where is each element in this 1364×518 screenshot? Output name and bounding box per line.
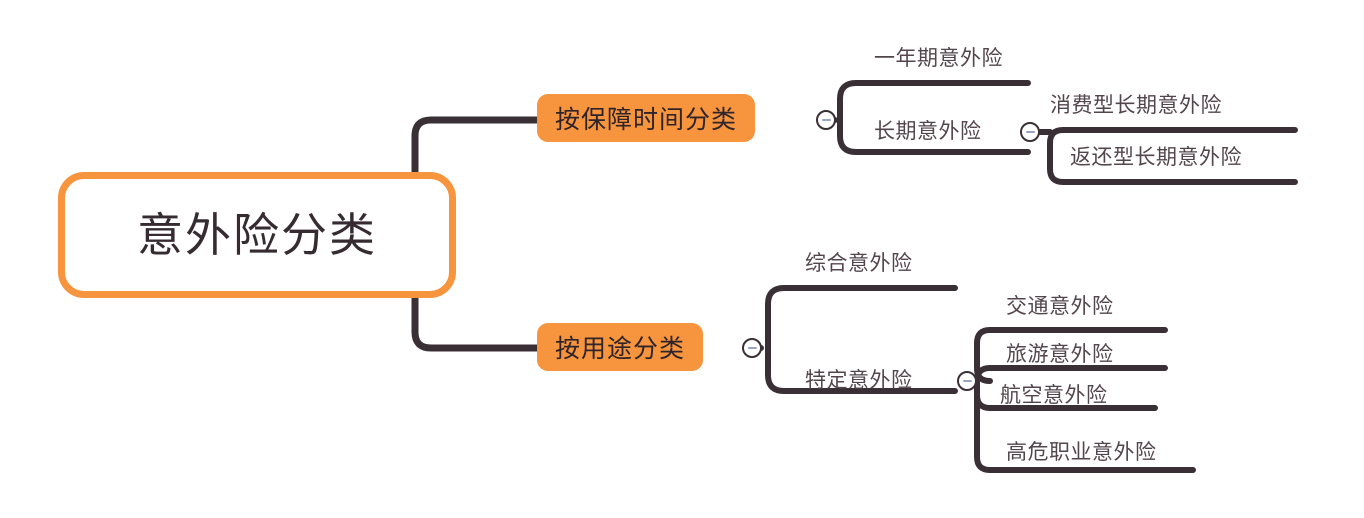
leaf-label-return-long-term[interactable]: 返还型长期意外险 <box>1070 146 1242 169</box>
collapse-toggle-by-duration[interactable] <box>816 110 836 130</box>
leaf-label-high-risk-occupation-accident[interactable]: 高危职业意外险 <box>1006 441 1157 464</box>
leaf-label-consumer-long-term[interactable]: 消费型长期意外险 <box>1050 94 1222 117</box>
root-node[interactable]: 意外险分类 <box>58 172 456 298</box>
minus-icon <box>821 119 831 121</box>
branch-node-by-usage[interactable]: 按用途分类 <box>537 323 704 371</box>
leaf-label-aviation-accident[interactable]: 航空意外险 <box>1000 384 1108 407</box>
root-node-label: 意外险分类 <box>137 209 377 261</box>
leaf-label-one-year-accident[interactable]: 一年期意外险 <box>874 47 1003 70</box>
minus-icon <box>962 380 972 382</box>
branch-node-by-duration[interactable]: 按保障时间分类 <box>537 94 756 142</box>
minus-icon <box>747 347 757 349</box>
branch-node-by-duration-label: 按保障时间分类 <box>555 106 738 134</box>
collapse-toggle-by-usage[interactable] <box>742 338 762 358</box>
leaf-label-travel-accident[interactable]: 旅游意外险 <box>1006 343 1114 366</box>
leaf-label-specific-accident[interactable]: 特定意外险 <box>805 369 913 392</box>
leaf-label-traffic-accident[interactable]: 交通意外险 <box>1006 295 1114 318</box>
collapse-toggle-specific-accident[interactable] <box>957 371 977 391</box>
leaf-label-comprehensive-accident[interactable]: 综合意外险 <box>805 252 913 275</box>
leaf-label-long-term-accident[interactable]: 长期意外险 <box>874 120 982 143</box>
minus-icon <box>1025 131 1035 133</box>
collapse-toggle-long-term-accident[interactable] <box>1020 122 1040 142</box>
branch-node-by-usage-label: 按用途分类 <box>555 335 686 363</box>
